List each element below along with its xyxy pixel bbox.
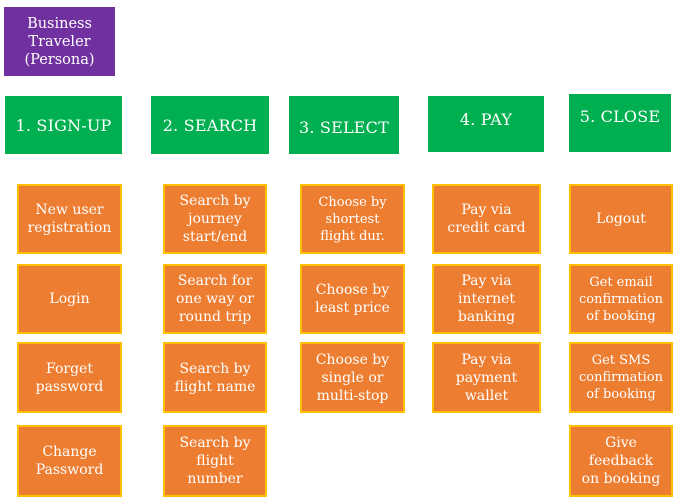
task-search-flight-number: Search by flight number [163,425,267,497]
task-label: Pay via internet banking [457,273,516,325]
task-give-feedback: Give feedback on booking [569,425,673,497]
step-label: 1. SIGN-UP [15,115,112,135]
step-pay: 4. PAY [428,96,544,152]
task-logout: Logout [569,184,673,254]
task-sms-confirmation: Get SMS confirmation of booking [569,342,673,413]
task-label: Change Password [35,444,104,478]
persona-label: Business Traveler (Persona) [24,15,95,68]
task-label: Get SMS confirmation of booking [578,353,664,402]
step-label: 4. PAY [459,109,513,129]
task-choose-stops: Choose by single or multi-stop [300,342,405,413]
task-search-flight-name: Search by flight name [163,342,267,413]
task-label: Give feedback on booking [581,435,661,487]
task-label: Pay via payment wallet [455,351,518,404]
step-select: 3. SELECT [289,96,399,154]
task-label: Forget password [35,360,104,395]
task-label: Choose by least price [315,282,390,316]
step-label: 5. CLOSE [579,106,661,126]
task-label: Choose by single or multi-stop [315,351,390,404]
task-email-confirmation: Get email confirmation of booking [569,264,673,334]
persona-box: Business Traveler (Persona) [4,7,115,76]
task-label: Pay via credit card [447,202,526,236]
step-search: 2. SEARCH [151,96,269,154]
task-pay-wallet: Pay via payment wallet [432,342,541,413]
task-label: Search by journey start/end [179,193,251,245]
task-search-trip-type: Search for one way or round trip [163,264,267,334]
step-label: 3. SELECT [298,117,389,137]
task-label: Get email confirmation of booking [578,274,664,324]
task-label: Logout [596,211,646,227]
task-label: Search by flight number [179,435,251,487]
task-choose-shortest-duration: Choose by shortest flight dur. [300,184,405,254]
step-sign-up: 1. SIGN-UP [5,96,122,154]
task-new-user-registration: New user registration [17,184,122,254]
task-pay-internet-banking: Pay via internet banking [432,264,541,334]
task-label: Login [49,291,90,307]
task-search-journey: Search by journey start/end [163,184,267,254]
task-pay-credit-card: Pay via credit card [432,184,541,254]
task-label: Choose by shortest flight dur. [318,194,387,244]
task-forget-password: Forget password [17,342,122,413]
task-login: Login [17,264,122,334]
step-close: 5. CLOSE [569,94,671,152]
task-label: Search by flight name [174,360,256,395]
task-label: Search for one way or round trip [176,273,254,325]
task-choose-least-price: Choose by least price [300,264,405,334]
task-label: New user registration [27,202,112,236]
task-change-password: Change Password [17,425,122,497]
step-label: 2. SEARCH [162,115,258,135]
